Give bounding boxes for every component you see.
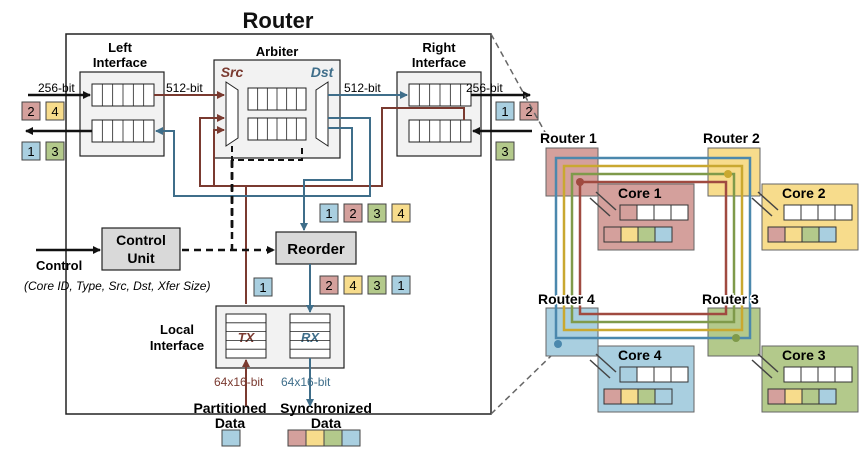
badge-left-out-1: 1 [21, 141, 41, 161]
badge-reorder-in-4: 4 [391, 203, 411, 223]
local-interface-label-2: Interface [150, 338, 204, 353]
rx-buffer [289, 313, 331, 359]
badge-control-unit-1: 1 [253, 277, 273, 297]
core-3-label: Core 3 [782, 347, 826, 363]
control-unit-label-1: Control [116, 232, 166, 248]
svg-text:4: 4 [349, 278, 356, 293]
partitioned-label-2: Data [215, 415, 246, 431]
core-2-label: Core 2 [782, 185, 826, 201]
svg-text:1: 1 [27, 144, 34, 159]
svg-text:3: 3 [373, 278, 380, 293]
svg-text:2: 2 [27, 104, 34, 119]
router-4-label: Router 4 [538, 291, 595, 307]
badge-right-out-1: 1 [495, 101, 515, 121]
badge-reorder-in-1: 1 [319, 203, 339, 223]
badge-reorder-out-2: 2 [319, 275, 339, 295]
badge-left-out-3: 3 [45, 141, 65, 161]
left-interface-label-2: Interface [93, 55, 147, 70]
reorder-unit: Reorder [275, 231, 357, 265]
svg-text:1: 1 [259, 280, 266, 295]
core-4-buffers [767, 366, 853, 405]
core-4-label: Core 4 [618, 347, 662, 363]
svg-text:3: 3 [373, 206, 380, 221]
right-interface-label-1: Right [422, 40, 456, 55]
svg-text:2: 2 [349, 206, 356, 221]
bw-512-right: 512-bit [344, 81, 381, 95]
core-3-buffers [603, 366, 689, 405]
badge-reorder-in-2: 2 [343, 203, 363, 223]
badge-right-out-2: 2 [519, 101, 539, 121]
left-interface-label-1: Left [108, 40, 133, 55]
buffer-slots [101, 84, 462, 350]
ring-nodes [554, 170, 740, 348]
svg-text:1: 1 [501, 104, 508, 119]
badge-right-in-3: 3 [495, 141, 515, 161]
src-mux [225, 81, 239, 147]
badge-left-in-4: 4 [45, 101, 65, 121]
synchronized-data-strip [287, 429, 361, 447]
svg-text:1: 1 [397, 278, 404, 293]
partitioned-label-1: Partitioned [193, 400, 266, 416]
bw-64x16-rx: 64x16-bit [281, 375, 331, 389]
router-wiring [25, 91, 532, 407]
bw-64x16-tx: 64x16-bit [214, 375, 264, 389]
arbiter-label: Arbiter [256, 44, 299, 59]
dst-mux [315, 81, 329, 147]
badge-layer: 2 4 1 3 1 2 3 1 2 3 4 2 4 3 1 1 [21, 101, 539, 447]
local-interface: Local Interface TX RX [150, 305, 345, 369]
zoom-lines [490, 33, 553, 415]
router-title: Router [243, 8, 314, 33]
partitioned-data-block [221, 429, 241, 447]
svg-text:2: 2 [325, 278, 332, 293]
badge-left-in-2: 2 [21, 101, 41, 121]
control-unit-label-2: Unit [127, 250, 155, 266]
core-1-label: Core 1 [618, 185, 662, 201]
badge-reorder-out-4: 4 [343, 275, 363, 295]
arbiter-src-label: Src [221, 64, 244, 80]
tx-label: TX [238, 330, 256, 345]
bw-512-left: 512-bit [166, 81, 203, 95]
control-label: Control [36, 258, 82, 273]
badge-reorder-out-1: 1 [391, 275, 411, 295]
svg-text:3: 3 [51, 144, 58, 159]
svg-text:2: 2 [525, 104, 532, 119]
bw-256-right: 256-bit [466, 81, 503, 95]
badge-reorder-in-3: 3 [367, 203, 387, 223]
core-2-buffers [767, 204, 853, 243]
badge-reorder-out-3: 3 [367, 275, 387, 295]
svg-text:4: 4 [51, 104, 58, 119]
core-connectors [589, 191, 779, 379]
core-1-buffers [603, 204, 689, 243]
local-interface-label-1: Local [160, 322, 194, 337]
bw-256-left: 256-bit [38, 81, 75, 95]
router-1-label: Router 1 [540, 130, 597, 146]
svg-text:3: 3 [501, 144, 508, 159]
ring-links [554, 156, 752, 340]
rx-label: RX [301, 330, 320, 345]
tx-buffer [225, 313, 267, 359]
router-3-label: Router 3 [702, 291, 759, 307]
synchronized-label-1: Synchronized [280, 400, 372, 416]
arbiter-dst-label: Dst [311, 64, 335, 80]
core-buffers [603, 204, 853, 405]
reorder-label: Reorder [287, 241, 345, 258]
control-unit: Control Unit [101, 227, 181, 271]
left-interface: Left Interface [79, 40, 165, 157]
right-interface-label-2: Interface [412, 55, 466, 70]
router-2-label: Router 2 [703, 130, 760, 146]
synchronized-label-2: Data [311, 415, 342, 431]
svg-text:1: 1 [325, 206, 332, 221]
svg-text:4: 4 [397, 206, 404, 221]
control-fields-label: (Core ID, Type, Src, Dst, Xfer Size) [24, 279, 210, 293]
